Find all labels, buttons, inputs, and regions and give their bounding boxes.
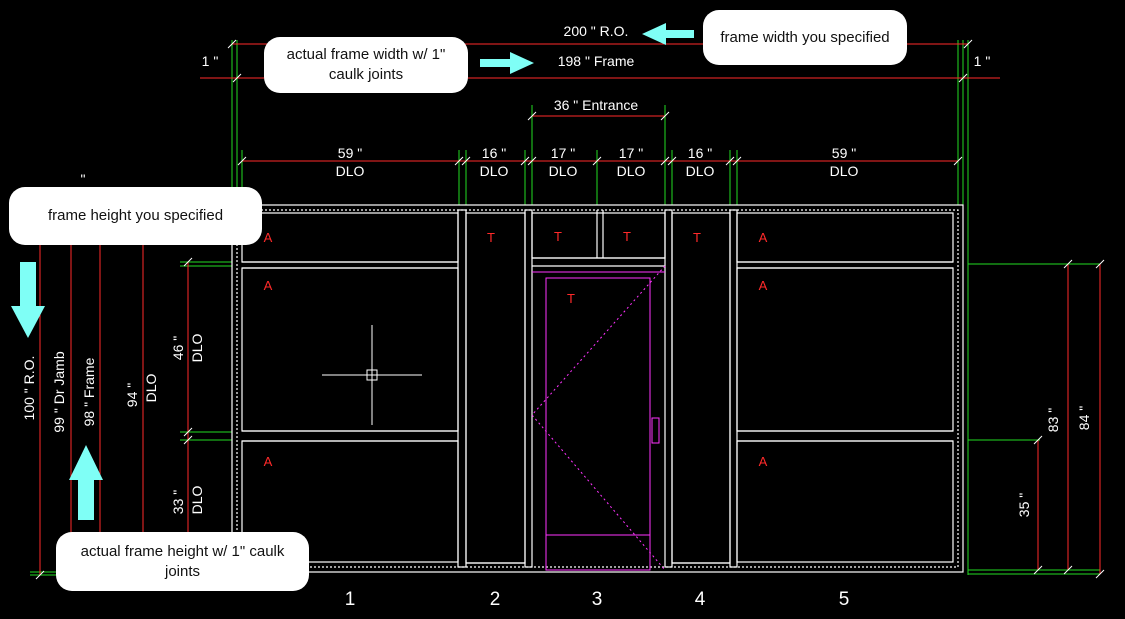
dlo-33-unit: DLO: [189, 486, 205, 515]
dlo-width-6: 59 ": [832, 145, 856, 161]
arrow-right-icon: [480, 52, 534, 74]
right-83-height: 83 ": [1045, 408, 1061, 432]
callout-actual-frame-width: actual frame width w/ 1" caulk joints: [264, 37, 468, 93]
pane-tag: T: [623, 229, 631, 244]
caulk-left: 1 ": [202, 53, 219, 69]
callout-frame-width-specified: frame width you specified: [703, 10, 907, 65]
top-fragment-text: ": [81, 171, 86, 187]
dlo-unit-1: DLO: [336, 163, 365, 179]
arrow-up-icon: [69, 445, 103, 520]
dlo-unit-6: DLO: [830, 163, 859, 179]
pane-tag: A: [759, 454, 768, 469]
callout-frame-height-specified: frame height you specified: [9, 187, 262, 245]
arrow-left-icon: [642, 23, 694, 45]
dlo-94-height: 94 ": [124, 383, 140, 407]
frame-width: 198 " Frame: [558, 53, 635, 69]
dlo-unit-3: DLO: [549, 163, 578, 179]
door-jamb-height: 99 " Dr Jamb: [51, 351, 67, 432]
dlo-46-unit: DLO: [189, 334, 205, 363]
bay-number: 1: [345, 589, 356, 610]
dlo-width-1: 59 ": [338, 145, 362, 161]
pane-tag: A: [264, 454, 273, 469]
entrance-width: 36 " Entrance: [554, 97, 639, 113]
right-84-height: 84 ": [1076, 406, 1092, 430]
bay-number: 4: [695, 589, 706, 610]
rough-opening-width: 200 " R.O.: [564, 23, 629, 39]
rough-opening-height: 100 " R.O.: [21, 356, 37, 421]
pane-tag: A: [759, 230, 768, 245]
bay-number: 3: [592, 589, 603, 610]
storefront-frame: [231, 204, 964, 573]
pane-tag: T: [554, 229, 562, 244]
frame-height: 98 " Frame: [81, 357, 97, 426]
dlo-unit-5: DLO: [686, 163, 715, 179]
dlo-46-height: 46 ": [170, 336, 186, 360]
pane-tag: A: [264, 230, 273, 245]
pane-tag: T: [693, 230, 701, 245]
dlo-width-2: 16 ": [482, 145, 506, 161]
arrow-down-icon: [11, 262, 45, 338]
door-leaf: [531, 265, 666, 571]
dlo-33-height: 33 ": [170, 490, 186, 514]
dlo-width-4: 17 ": [619, 145, 643, 161]
dlo-width-3: 17 ": [551, 145, 575, 161]
right-35-height: 35 ": [1016, 493, 1032, 517]
bay-number: 5: [839, 589, 850, 610]
dlo-unit-2: DLO: [480, 163, 509, 179]
dlo-94-unit: DLO: [143, 374, 159, 403]
pane-tag: A: [264, 278, 273, 293]
pane-tag: A: [759, 278, 768, 293]
bay-number: 2: [490, 589, 501, 610]
crosshair-icon: [322, 325, 422, 425]
pane-tag: T: [487, 230, 495, 245]
callout-actual-frame-height: actual frame height w/ 1" caulk joints: [56, 532, 309, 591]
caulk-right: 1 ": [974, 53, 991, 69]
dlo-unit-4: DLO: [617, 163, 646, 179]
door-pane-tag: T: [567, 291, 575, 306]
dlo-width-5: 16 ": [688, 145, 712, 161]
